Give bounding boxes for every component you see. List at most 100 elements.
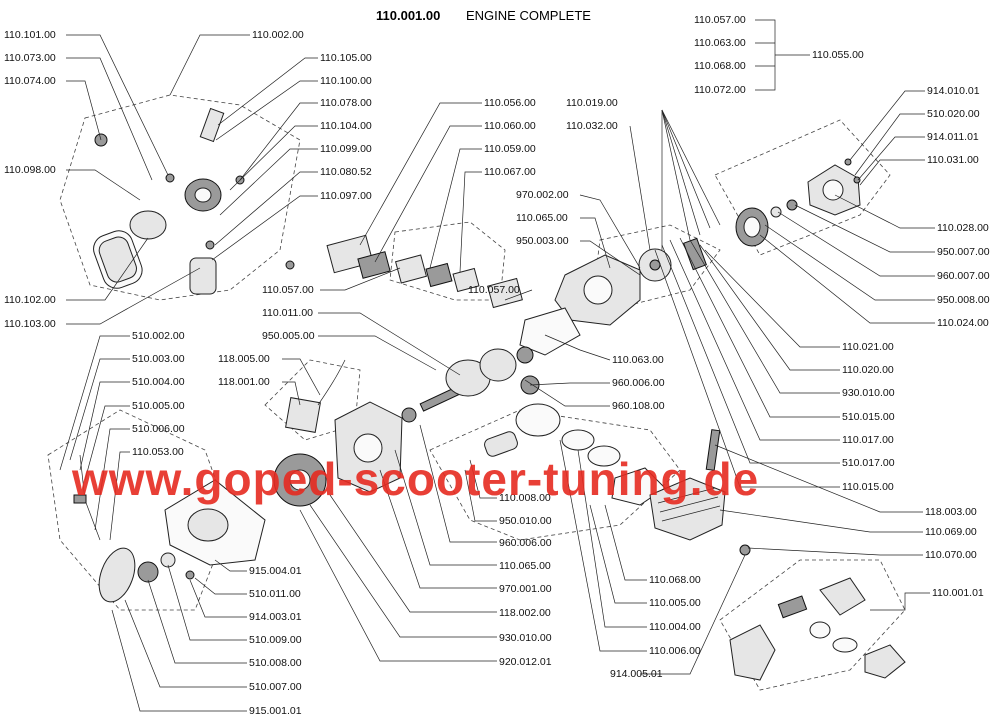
part-label: 118.005.00 — [218, 353, 270, 365]
part-label: 970.001.00 — [499, 583, 552, 595]
part-label: 914.011.01 — [927, 131, 979, 143]
carburetor-bore — [194, 187, 212, 203]
air-filter-element — [98, 236, 137, 283]
diagram-title-number: 110.001.00 — [376, 8, 440, 23]
clutch-bearing — [786, 199, 798, 211]
part-label: 510.011.00 — [249, 588, 301, 600]
part-label: 110.006.00 — [649, 645, 701, 657]
part-label: 110.080.52 — [320, 166, 372, 178]
part-labels: 110.101.00 110.073.00 110.074.00 110.098… — [4, 14, 990, 717]
mini-piston — [809, 621, 831, 639]
part-label: 510.015.00 — [842, 411, 895, 423]
part-label: 110.057.00 — [262, 284, 314, 296]
mini-engine-complete — [729, 577, 906, 681]
part-label: 110.004.00 — [649, 621, 701, 633]
part-label: 110.021.00 — [842, 341, 894, 353]
part-label: 510.008.00 — [249, 657, 302, 669]
piston-ring-lower — [587, 445, 621, 467]
part-label: 110.100.00 — [320, 75, 372, 87]
part-label: 110.105.00 — [320, 52, 372, 64]
part-label: 118.003.00 — [925, 506, 977, 518]
part-label: 110.024.00 — [937, 317, 989, 329]
part-label: 915.001.01 — [249, 705, 302, 717]
leader-lines — [59, 19, 935, 712]
mini-crankcase — [729, 624, 776, 681]
part-label: 110.060.00 — [484, 120, 536, 132]
part-label: 110.104.00 — [320, 120, 372, 132]
starter-pulley-seat — [187, 508, 229, 542]
part-label: 110.056.00 — [484, 97, 536, 109]
ignition-wire — [317, 359, 346, 406]
part-label: 110.078.00 — [320, 97, 372, 109]
intake-gasket — [357, 251, 391, 279]
starter-screw — [185, 570, 195, 580]
reed-valve-assembly — [285, 234, 523, 309]
part-label: 510.005.00 — [132, 400, 185, 412]
part-label: 110.031.00 — [927, 154, 979, 166]
part-label: 110.102.00 — [4, 294, 56, 306]
part-label: 110.063.00 — [612, 354, 664, 366]
part-label: 950.010.00 — [499, 515, 552, 527]
crankcase-left-bearing-seat — [353, 433, 383, 463]
cylinder-fin-3 — [661, 505, 721, 522]
clutch-washer — [770, 206, 782, 218]
part-label: 118.002.00 — [499, 607, 551, 619]
starter-assembly — [73, 454, 266, 603]
diagram-title-text: ENGINE COMPLETE — [466, 8, 591, 23]
part-label: 110.068.00 — [649, 574, 701, 586]
cover-screw-side — [853, 176, 861, 184]
main-bearing-right — [516, 346, 534, 364]
part-label: 110.019.00 — [566, 97, 618, 109]
part-label: 110.002.00 — [252, 29, 304, 41]
part-label: 914.003.01 — [249, 611, 302, 623]
part-label: 110.068.00 — [694, 60, 746, 72]
part-label: 110.098.00 — [4, 164, 56, 176]
part-label: 950.007.00 — [937, 246, 990, 258]
piston — [515, 403, 561, 437]
clutch-cover-boss — [822, 179, 844, 201]
part-label: 110.099.00 — [320, 143, 372, 155]
ignition-group-outline — [264, 359, 361, 441]
mini-crankcase-right — [819, 577, 866, 616]
part-label: 110.001.01 — [932, 587, 984, 599]
manifold-bolt — [285, 260, 295, 270]
part-label: 110.015.00 — [842, 481, 894, 493]
carb-screw — [165, 173, 175, 183]
clutch-bell-group-outline — [714, 119, 891, 256]
part-label: 960.007.00 — [937, 270, 990, 282]
part-label: 110.097.00 — [320, 190, 372, 202]
part-label: 970.002.00 — [516, 189, 569, 201]
starter-pawl — [160, 552, 176, 568]
part-label: 110.073.00 — [4, 52, 56, 64]
part-label: 510.004.00 — [132, 376, 185, 388]
reed-petal — [425, 262, 453, 288]
part-label: 110.032.00 — [566, 120, 618, 132]
part-label: 110.072.00 — [694, 84, 746, 96]
flywheel-hub — [289, 469, 311, 491]
reed-block — [394, 254, 428, 284]
part-label: 950.003.00 — [516, 235, 569, 247]
piston-cylinder-assembly — [484, 403, 751, 556]
part-label: 110.063.00 — [694, 37, 746, 49]
crank-web-right — [479, 348, 517, 382]
crankcase-bearing-seat — [583, 275, 613, 305]
crankcase-right — [519, 237, 708, 356]
cylinder — [649, 477, 726, 541]
watermark-text: www.goped-scooter-tuning.de — [71, 453, 759, 505]
fuel-pump-cover — [189, 257, 217, 295]
crankcase-left — [273, 359, 403, 507]
ignition-coil — [285, 397, 321, 433]
mini-crankshaft — [777, 595, 808, 619]
starter-handle — [73, 494, 87, 504]
part-label: 110.017.00 — [842, 434, 894, 446]
part-label: 110.057.00 — [694, 14, 746, 26]
part-label: 110.028.00 — [937, 222, 989, 234]
part-label: 930.010.00 — [842, 387, 895, 399]
choke-lever — [199, 107, 225, 143]
part-label: 510.003.00 — [132, 353, 185, 365]
crank-nut — [401, 407, 417, 423]
part-label: 510.017.00 — [842, 457, 895, 469]
part-label: 950.005.00 — [262, 330, 315, 342]
part-label: 110.020.00 — [842, 364, 894, 376]
